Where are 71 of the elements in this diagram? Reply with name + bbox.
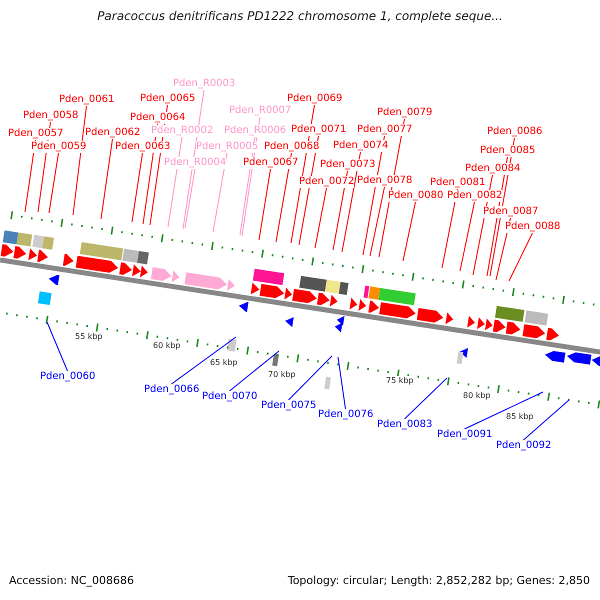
leader-line xyxy=(460,202,475,272)
gene-label: Pden_0087 xyxy=(483,206,538,218)
gene-label: Pden_0065 xyxy=(140,93,196,105)
gene-label: Pden_0080 xyxy=(388,190,444,202)
gene-label: Pden_0068 xyxy=(264,141,320,153)
gene-label: Pden_0081 xyxy=(430,177,486,189)
footer-text: Accession: NC_008686 xyxy=(9,575,134,587)
leader-line xyxy=(168,136,182,228)
leader-line xyxy=(212,152,228,232)
gene-label: Pden_0092 xyxy=(496,440,552,452)
gene-label: Pden_0072 xyxy=(299,176,354,188)
scale-label: 85 kbp xyxy=(506,412,534,421)
gene-label: Pden_0086 xyxy=(487,126,542,138)
gene-label: Pden_0082 xyxy=(447,190,502,202)
leader-line xyxy=(342,152,361,252)
gene-label: Pden_0077 xyxy=(357,124,412,136)
scale-label: 60 kbp xyxy=(153,341,181,350)
gene-label: Pden_0063 xyxy=(115,141,170,153)
scale-label: 80 kbp xyxy=(463,391,491,400)
leader-line xyxy=(288,356,332,400)
gene-label: Pden_0069 xyxy=(287,93,342,105)
leader-line xyxy=(171,336,236,384)
gene-label: Pden_0062 xyxy=(85,127,140,139)
scale-label: 65 kbp xyxy=(210,358,238,367)
gene-label: Pden_0076 xyxy=(318,409,374,421)
scale-label: 55 kbp xyxy=(75,332,103,341)
gene-label: Pden_R0005 xyxy=(196,141,258,153)
gene-label: Pden_R0002 xyxy=(151,125,214,137)
leader-line xyxy=(132,152,143,222)
leader-line xyxy=(370,186,385,256)
gene-label: Pden_0083 xyxy=(377,419,432,431)
scale-label: 75 kbp xyxy=(386,376,414,385)
gene-label: Pden_0070 xyxy=(202,391,258,403)
gene-label: Pden_0084 xyxy=(465,163,520,175)
gene-label: Pden_0059 xyxy=(31,141,86,153)
leader-line xyxy=(258,168,271,240)
leader-line xyxy=(404,378,448,420)
leader-line xyxy=(46,322,68,372)
leader-line xyxy=(523,400,570,440)
gene-label: Pden_R0003 xyxy=(173,78,236,90)
leader-line xyxy=(72,106,87,216)
leader-line xyxy=(48,152,59,214)
leader-line xyxy=(229,350,280,392)
leader-line xyxy=(402,202,416,262)
gene-label: Pden_0057 xyxy=(8,128,64,140)
gene-label: Pden_0091 xyxy=(437,429,492,441)
leader-line xyxy=(508,232,533,282)
gene-label: Pden_0085 xyxy=(480,145,536,157)
gene-label: Pden_0064 xyxy=(130,112,186,124)
gene-label: Pden_0061 xyxy=(59,94,114,106)
gene-label: Pden_R0007 xyxy=(229,105,292,117)
gene-label: Pden_0073 xyxy=(320,159,376,171)
gene-label: Pden_R0004 xyxy=(164,157,226,169)
gene-label: Pden_0079 xyxy=(377,107,432,119)
leader-line xyxy=(184,168,196,228)
scale-label: 70 kbp xyxy=(268,370,296,379)
gene-label: Pden_0074 xyxy=(333,140,388,152)
leader-line xyxy=(338,356,346,410)
gene-label: Pden_0058 xyxy=(23,110,78,122)
leader-line xyxy=(100,138,113,220)
gene-label: Pden_0066 xyxy=(144,384,200,396)
leader-line xyxy=(464,392,544,430)
gene-label: Pden_0075 xyxy=(261,400,316,412)
leader-line xyxy=(314,188,327,248)
leader-line xyxy=(276,152,292,242)
gene-label: Pden_R0006 xyxy=(224,125,286,137)
gene-label: Pden_0078 xyxy=(357,175,412,187)
gene-label: Pden_0088 xyxy=(505,221,560,233)
gene-label: Pden_0067 xyxy=(243,157,298,169)
gene-label: Pden_0071 xyxy=(291,124,346,136)
gene-label: Pden_0060 xyxy=(40,371,96,383)
